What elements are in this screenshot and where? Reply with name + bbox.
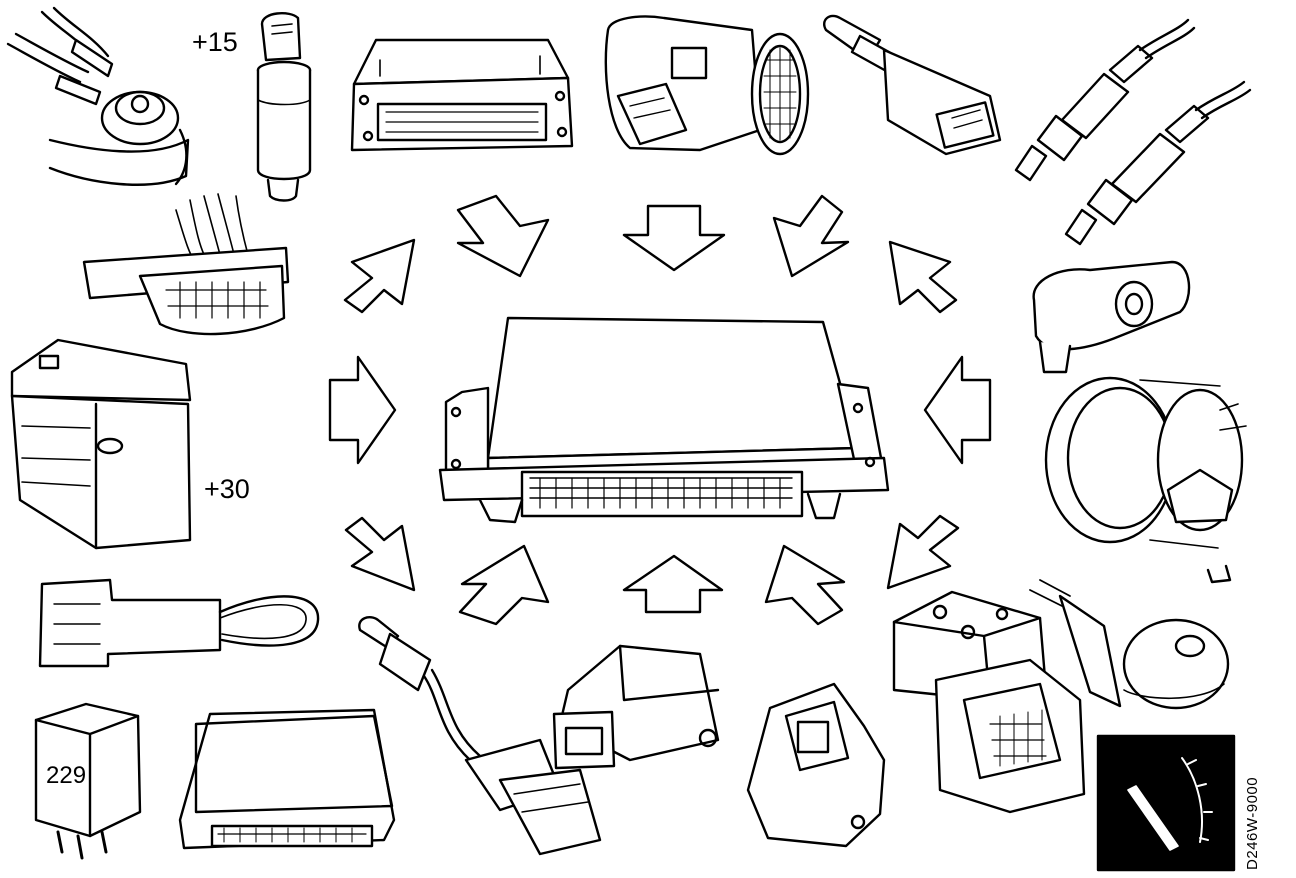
- temperature-sensor-icon: [824, 16, 1000, 154]
- battery-terminal-label: +30: [204, 476, 250, 503]
- ignition-switch-icon: [258, 13, 310, 200]
- control-unit-box-icon: [352, 40, 572, 150]
- ignition-terminal-label: +15: [192, 29, 238, 56]
- arrow-left-icon: [925, 357, 990, 463]
- arrow-diag-br-icon: [888, 516, 958, 588]
- arrow-right-icon: [330, 357, 395, 463]
- arrow-up-left-icon: [766, 546, 844, 624]
- air-mass-meter-icon: [606, 17, 808, 155]
- arrow-down-icon: [624, 206, 724, 270]
- throttle-sensor-icon: [554, 646, 718, 768]
- figure-code-label: D246W-9000: [1244, 777, 1261, 870]
- relay-number-label: 229: [46, 762, 86, 790]
- battery-icon: [12, 340, 190, 548]
- connector-loop-icon: [40, 580, 318, 666]
- position-sensor-icon: [1034, 262, 1189, 372]
- hydraulic-unit-icon: [894, 592, 1084, 812]
- idle-valve-icon: [1046, 378, 1246, 582]
- arrow-down-left-icon: [774, 196, 848, 276]
- arrow-down-right-icon: [458, 196, 548, 276]
- lower-control-unit-icon: [180, 710, 394, 848]
- arrow-up-icon: [624, 556, 722, 612]
- coolant-sensor-icon: [748, 684, 884, 846]
- wiring-sensor-icon: [8, 8, 188, 185]
- diagnostic-connector-icon: [84, 194, 288, 334]
- central-ecu-icon: [440, 318, 888, 522]
- gauge-icon: [1098, 736, 1234, 870]
- arrow-diag-tl-icon: [345, 240, 414, 312]
- arrow-diag-tr-icon: [890, 242, 956, 312]
- arrow-diag-bl-icon: [346, 518, 414, 590]
- arrow-up-right-icon: [460, 546, 548, 624]
